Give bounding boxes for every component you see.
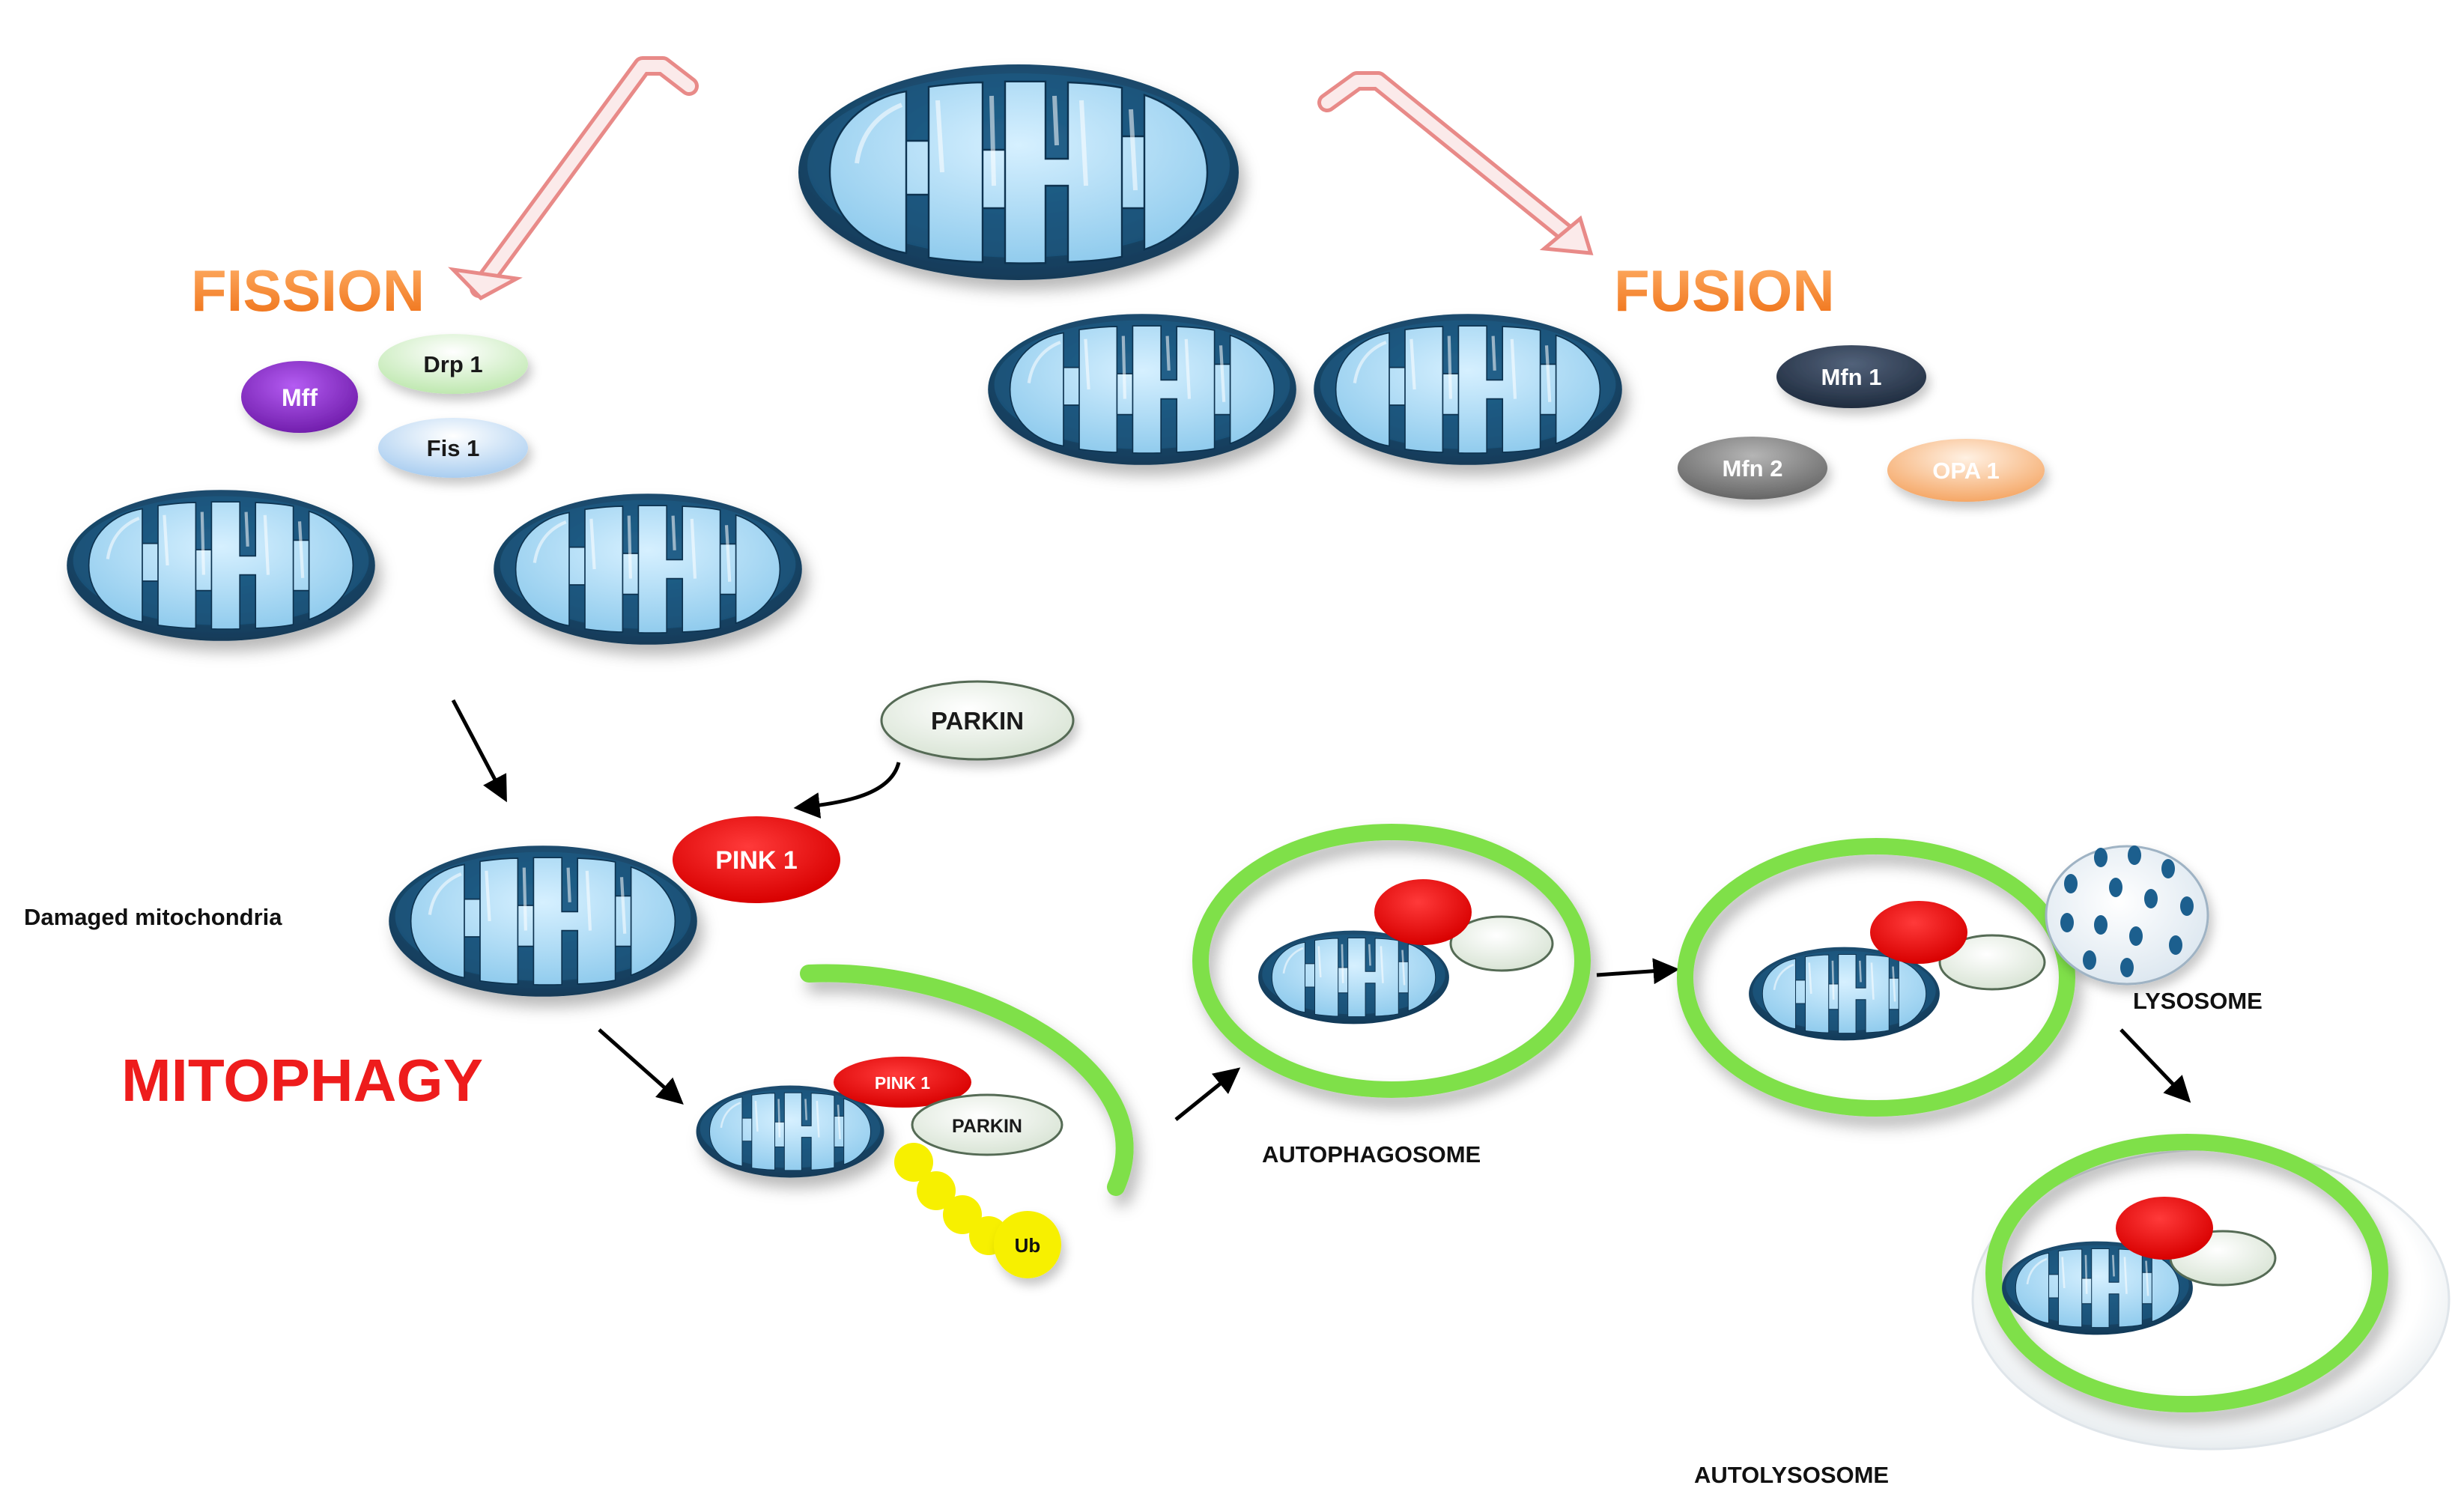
- pink1-in-autophagosome: [1374, 879, 1472, 945]
- parkin-small-protein: [911, 1093, 1063, 1156]
- autolysosome: [1971, 1134, 2451, 1451]
- fission-fusion-arrows: [448, 56, 1594, 301]
- parkin-label: PARKIN: [931, 707, 1024, 735]
- parkin-in-autophagosome-2: [1938, 934, 2046, 991]
- ub-bead-main: [994, 1211, 1061, 1278]
- autophagosome-membrane-2: [1677, 838, 2075, 1117]
- autophagosome-label: AUTOPHAGOSOME: [1262, 1141, 1481, 1168]
- damaged-mitochondria-label: Damaged mitochondria: [24, 904, 282, 930]
- mitochondrion-fusion-right: [1314, 314, 1622, 465]
- parkin-in-autophagosome: [1449, 915, 1554, 972]
- pink1-protein: [673, 816, 840, 903]
- parkin-protein: [880, 680, 1075, 761]
- drp1-protein: [378, 334, 528, 394]
- arrow-fission-to-damaged: [451, 699, 507, 803]
- arrow-parkin-to-pink1: [793, 762, 901, 819]
- autophagosome-membrane: [1192, 824, 1591, 1098]
- mitochondrion-central: [798, 64, 1239, 280]
- opa1-protein: [1887, 439, 2045, 502]
- autolysosome-label: AUTOLYSOSOME: [1694, 1462, 1889, 1488]
- autophagosome: [1192, 824, 1591, 1098]
- pink1-in-autophagosome-2: [1870, 901, 1967, 964]
- pink1-label: PINK 1: [715, 846, 798, 875]
- fis1-protein: [378, 418, 528, 478]
- mfn2-protein: [1678, 437, 1827, 500]
- mitochondrion-damaged: [389, 845, 697, 997]
- ub-bead-2: [917, 1171, 956, 1210]
- pink1-in-autolysosome: [2116, 1197, 2213, 1260]
- mfn2-label: Mfn 2: [1723, 455, 1783, 482]
- lysosome-enzymes: [2060, 845, 2194, 977]
- fission-proteins: Mff Drp 1 Fis 1: [241, 334, 528, 478]
- lysosome-label: LYSOSOME: [2133, 988, 2263, 1014]
- parkin-free: PARKIN: [880, 680, 1075, 761]
- mff-label: Mff: [282, 384, 318, 411]
- autolysosome-membrane: [1985, 1134, 2388, 1412]
- mfn1-label: Mfn 1: [1821, 364, 1882, 390]
- mfn1-protein: [1776, 345, 1926, 408]
- ub-bead-1: [894, 1143, 933, 1182]
- pink1-small-protein: [834, 1057, 971, 1108]
- ub-label: Ub: [1015, 1234, 1041, 1257]
- ub-bead-3: [943, 1195, 982, 1234]
- mitochondrion-fusion-left: [988, 314, 1296, 465]
- arrow-to-autolysosome: [2119, 1028, 2191, 1103]
- lysosome-body: [2045, 845, 2209, 986]
- mff-protein: [241, 361, 358, 433]
- phagophore: [800, 964, 1134, 1196]
- arrow-damaged-to-tagged: [598, 1028, 684, 1105]
- fission-heading: FISSION: [191, 258, 425, 324]
- lysosome: [2045, 845, 2209, 986]
- opa1-label: OPA 1: [1932, 458, 2000, 484]
- tagged-complex: PINK 1 PARKIN Ub: [834, 1057, 1063, 1278]
- fusion-proteins: Mfn 1 Mfn 2 OPA 1: [1678, 345, 2045, 502]
- mitophagy-heading: MITOPHAGY: [121, 1047, 483, 1114]
- parkin-small-label: PARKIN: [952, 1116, 1022, 1137]
- fis1-label: Fis 1: [427, 435, 480, 461]
- pink1-small-label: PINK 1: [875, 1073, 930, 1093]
- drp1-label: Drp 1: [423, 351, 482, 377]
- arrow-to-autophagosome: [1174, 1067, 1241, 1121]
- mitochondrion-fission-right: [494, 494, 802, 645]
- mitochondrion-fission-left: [67, 490, 375, 641]
- fusion-heading: FUSION: [1614, 258, 1835, 324]
- pink1-on-damaged: PINK 1: [673, 816, 840, 903]
- arrow-autophagosome-to-fusion: [1596, 958, 1680, 985]
- autophagosome-with-lysosome: [1677, 838, 2075, 1117]
